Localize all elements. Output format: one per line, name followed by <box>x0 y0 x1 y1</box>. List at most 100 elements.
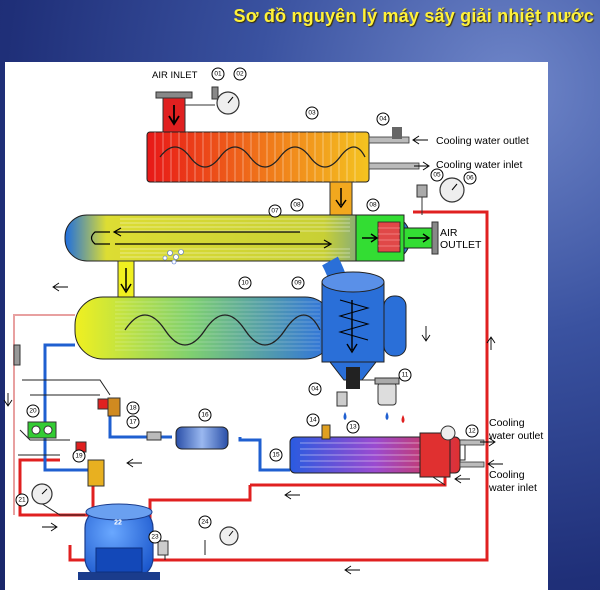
air-inlet-arrow <box>168 105 180 126</box>
heat-exchanger-07-arrow-top <box>112 227 300 237</box>
callout-04b <box>308 382 322 396</box>
callout-08-text: 08 <box>369 202 377 209</box>
heat-exchanger-07-return <box>90 231 110 245</box>
sight-glass-17 <box>146 431 162 441</box>
heat-exchanger-03-coil <box>159 146 366 168</box>
valve-18 <box>107 397 121 417</box>
cw-inlet-label-right-2: water inlet <box>488 482 537 494</box>
callout-24 <box>198 515 212 529</box>
callout-13 <box>346 420 360 434</box>
callout-06-text: 06 <box>466 175 474 182</box>
sensor-left <box>13 344 21 366</box>
drain-pipe-04 <box>336 391 348 407</box>
cw-inlet-label-top: Cooling water inlet <box>436 159 522 171</box>
bubbles <box>162 249 184 265</box>
arrow-left-mid2 <box>126 458 142 468</box>
heat-exchanger-07-tubes <box>120 218 350 258</box>
heat-exchanger-07-arrow-bottom <box>115 239 333 249</box>
cw-outlet-label-right-2: water outlet <box>488 430 543 442</box>
suction-line-pipe <box>43 343 88 472</box>
callout-11 <box>398 368 412 382</box>
callout-21 <box>15 493 29 507</box>
callout-01 <box>211 67 225 81</box>
heat-exchanger-03-tubes <box>154 132 356 182</box>
arrow-down-right <box>421 326 431 342</box>
pink-pipe <box>13 314 75 515</box>
air-outlet-arrow-inner <box>362 233 379 243</box>
callout-23-text: 23 <box>151 534 159 541</box>
cw-inlet-pipe-top <box>368 162 420 170</box>
separator-09-coil <box>338 299 370 341</box>
valve-04-top <box>392 127 402 139</box>
callout-03-text: 03 <box>308 110 316 117</box>
hot-gas-pipe-left <box>18 458 95 517</box>
callout-12 <box>465 424 479 438</box>
callout-05 <box>430 168 444 182</box>
gauge-06-needle <box>451 183 458 191</box>
air-outlet-arrow <box>408 233 431 243</box>
callout-15 <box>269 448 283 462</box>
arrow-down-left <box>3 393 13 407</box>
callout-07-text: 07 <box>271 208 279 215</box>
callout-14-text: 14 <box>309 417 317 424</box>
switch-05 <box>416 184 428 198</box>
cw-inlet-arrow-right <box>487 459 503 469</box>
arrow-up-red <box>486 336 496 350</box>
callout-21-text: 21 <box>18 497 26 504</box>
drain-drop-3 <box>401 415 405 423</box>
callout-10 <box>238 276 252 290</box>
drain-filter-11 <box>377 382 397 406</box>
separator-09-top <box>321 271 385 293</box>
hot-gas-pipe-right <box>68 210 489 562</box>
callout-02 <box>233 67 247 81</box>
callout-23 <box>148 530 162 544</box>
control-line-1 <box>22 379 111 396</box>
callout-17-text: 17 <box>129 419 137 426</box>
compressor-22-top <box>85 503 153 521</box>
air-outlet-flange <box>431 221 439 255</box>
callout-08 <box>366 198 380 212</box>
callout-04a-text: 04 <box>379 116 387 123</box>
callout-12-text: 12 <box>468 428 476 435</box>
callout-20-text: 20 <box>29 408 37 415</box>
cw-inlet-label-right-1: Cooling <box>489 469 525 481</box>
callout-13-text: 13 <box>349 424 357 431</box>
separator-09-right <box>383 295 407 357</box>
callout-07 <box>268 204 282 218</box>
callout-04b-text: 04 <box>311 386 319 393</box>
cw-outlet-label-top: Cooling water outlet <box>436 135 529 147</box>
drain-valve <box>346 367 360 389</box>
callout-09 <box>291 276 305 290</box>
callout-10-text: 10 <box>241 280 249 287</box>
cw-outlet-pipe-right <box>459 439 485 446</box>
callout-14 <box>306 413 320 427</box>
expansion-valve-19 <box>87 459 105 487</box>
evaporator-10-coil <box>124 314 321 346</box>
control-line-5 <box>35 499 85 516</box>
callout-04a <box>376 112 390 126</box>
callout-16 <box>198 408 212 422</box>
callout-19 <box>72 449 86 463</box>
callout-15-text: 15 <box>272 452 280 459</box>
callout-19-text: 19 <box>75 453 83 460</box>
liquid-line-pipe <box>238 437 290 472</box>
callout-16-text: 16 <box>201 412 209 419</box>
water-valve-12 <box>440 425 456 441</box>
callout-02-text: 02 <box>236 71 244 78</box>
demister-mesh <box>378 227 400 247</box>
callout-17 <box>126 415 140 429</box>
air-inlet-label: AIR INLET <box>152 70 198 81</box>
arrow-left-mid <box>284 490 300 500</box>
callout-01-text: 01 <box>214 71 222 78</box>
pressure-switch-23 <box>157 540 169 556</box>
callout-09-text: 09 <box>294 280 302 287</box>
condenser-endcap <box>419 432 451 478</box>
compressor-22-motor <box>95 547 143 573</box>
page-title: Sơ đồ nguyên lý máy sấy giải nhiệt nước <box>233 6 594 26</box>
pressure-switch-20-dial-1 <box>31 425 41 435</box>
valve-14 <box>321 424 331 440</box>
gauge-02-needle <box>227 96 234 104</box>
callout-18 <box>126 401 140 415</box>
drain-drop-1 <box>385 412 389 420</box>
